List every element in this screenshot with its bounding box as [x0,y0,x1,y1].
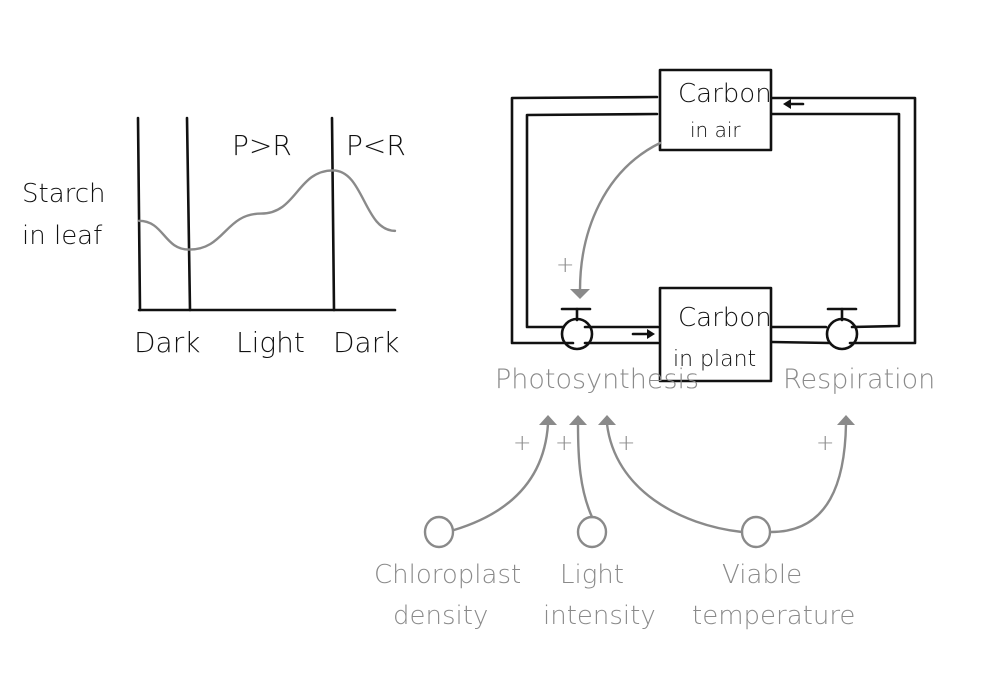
stock-carbon-in-air[interactable] [658,68,773,152]
polarity-plus: + [617,431,635,456]
valve-respiration[interactable] [825,307,859,351]
light-dark-divider [330,116,336,312]
link-chloroplast-to-photosynthesis: + [452,415,557,532]
dark-light-divider [185,116,192,312]
x-label-dark-2: Dark [333,326,399,359]
y-label-line2: in leaf [22,221,103,251]
polarity-plus: + [555,431,573,456]
region-label-p-lt-r: P<R [346,129,406,162]
link-temperature-to-respiration: + [769,415,855,534]
flow-label-respiration: Respiration [783,364,935,395]
converter-chloroplast-density[interactable] [423,515,455,549]
carbon-cycle-diagram: Carbon in air Carbon in plant Photosynth… [374,68,935,631]
region-label-p-gt-r: P>R [232,129,292,162]
polarity-plus: + [556,253,574,278]
pipe-outer-left [510,95,659,345]
flow-arrow-to-air [783,99,805,109]
converter-label-light-1: Light [560,560,624,590]
polarity-plus: + [816,431,834,456]
valve-photosynthesis[interactable] [560,307,594,351]
starch-curve [137,169,397,251]
y-axis [136,116,142,312]
pipe-outer-bottom-right [770,340,832,345]
flow-label-photosynthesis: Photosynthesis [495,364,699,395]
converter-viable-temperature[interactable] [740,515,772,549]
x-label-light: Light [236,326,305,359]
link-light-to-photosynthesis: + [555,415,594,519]
converter-label-temperature-2: temperature [692,601,855,631]
converter-label-chloroplast-2: density [393,601,488,631]
converter-label-temperature-1: Viable [722,560,802,590]
converter-label-light-2: intensity [543,601,656,631]
converter-label-chloroplast-1: Chloroplast [374,560,521,590]
stock-plant-label-2: in plant [673,347,756,372]
pipe-outer-right [770,96,917,345]
y-label-line1: Starch [22,179,106,209]
stock-air-label-1: Carbon [678,79,772,109]
stock-plant-label-1: Carbon [678,303,772,333]
flow-arrow-to-plant [631,329,655,339]
pipe-inner-left [525,112,659,329]
pipe-inner-right [770,112,901,329]
stock-carbon-in-plant[interactable] [658,286,773,383]
polarity-plus: + [513,431,531,456]
link-air-to-photosynthesis: + [556,141,662,299]
stock-air-label-2: in air [690,118,741,142]
starch-graph: Starch in leaf P>R P<R Dark Light Dark [22,116,406,359]
converter-light-intensity[interactable] [576,515,608,549]
x-label-dark-1: Dark [134,326,200,359]
link-temperature-to-photosynthesis: + [598,415,744,534]
